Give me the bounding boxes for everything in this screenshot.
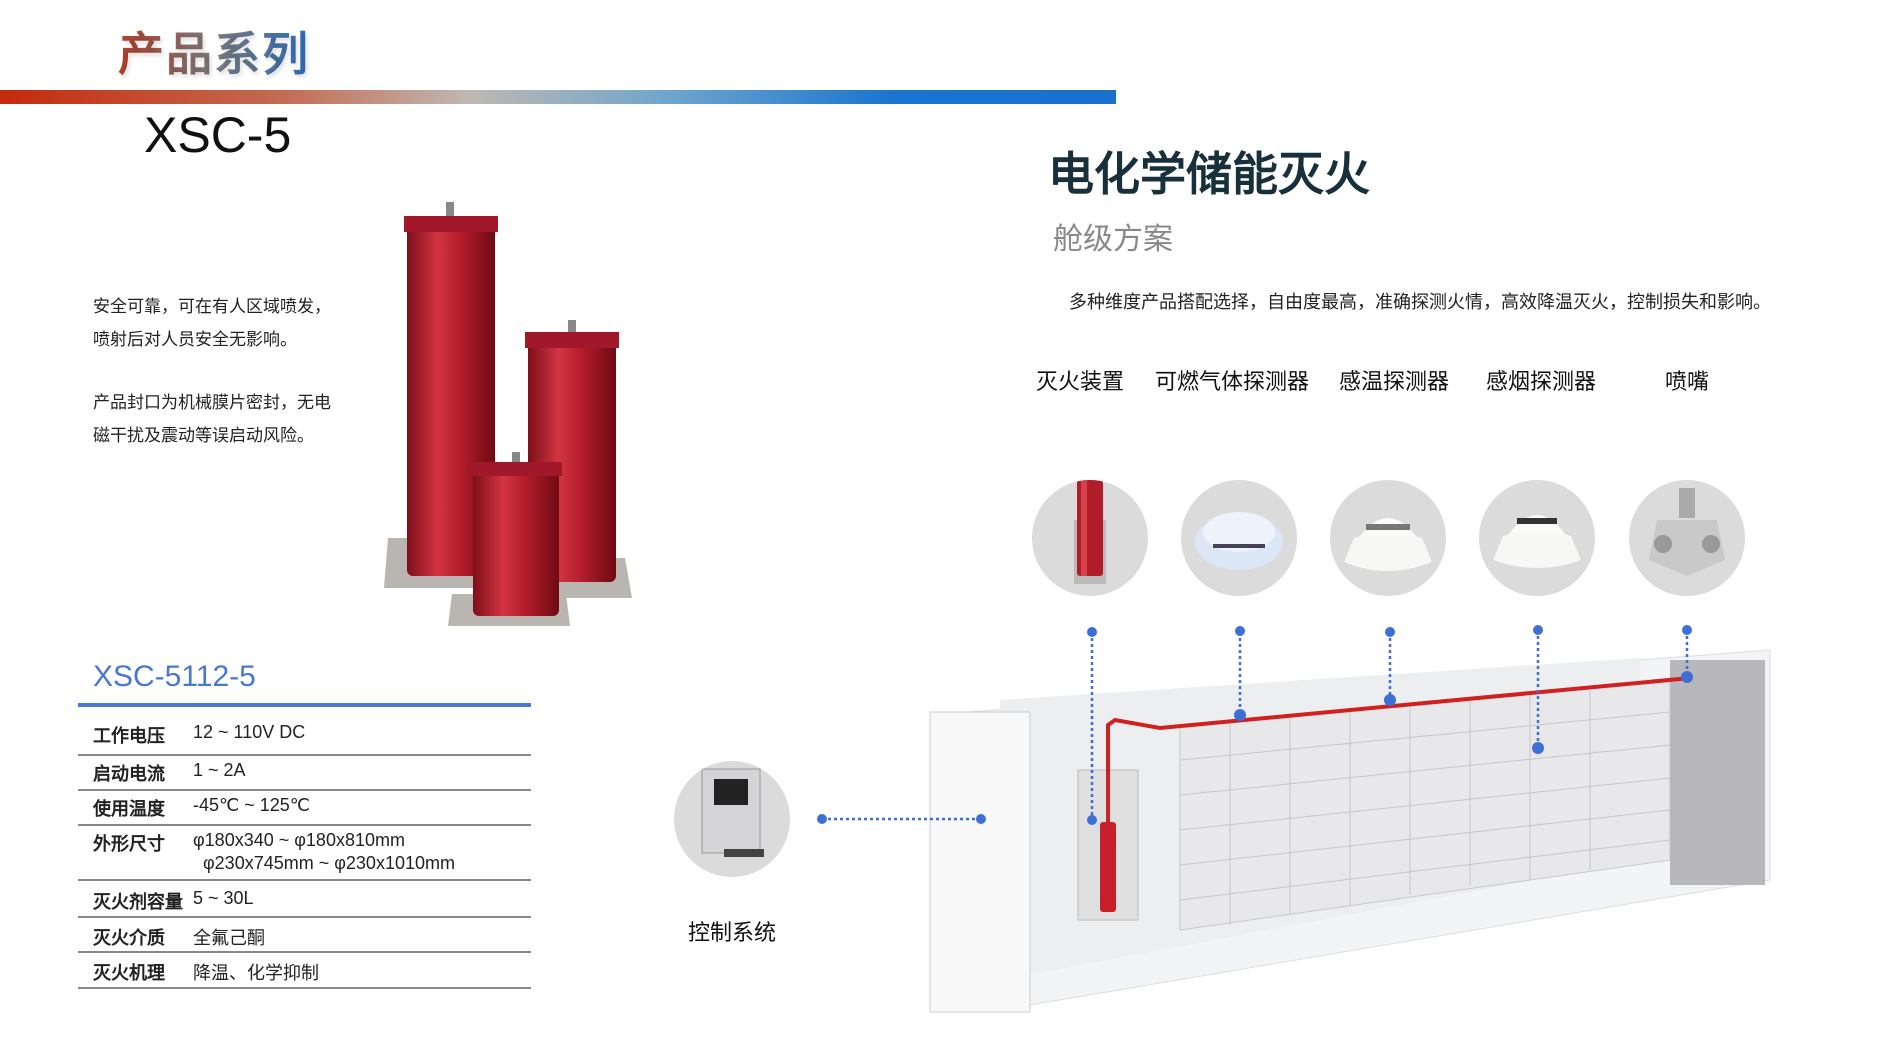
feature-text: 喷射后对人员安全无影响。 [93, 330, 297, 350]
spec-value: φ180x340 ~ φ180x810mm [193, 830, 405, 850]
spec-value: 1 ~ 2A [193, 760, 246, 780]
spec-label: 灭火介质 [93, 928, 165, 949]
solution-intro: 多种维度产品搭配选择，自由度最高，准确探测火情，高效降温灭火，控制损失和影响。 [1069, 292, 1771, 313]
spec-label: 灭火剂容量 [93, 892, 183, 913]
product-label: 可燃气体探测器 [1154, 370, 1310, 395]
spec-value: 5 ~ 30L [193, 888, 254, 908]
spec-value: 降温、化学抑制 [193, 963, 319, 983]
feature-text: 产品封口为机械膜片密封，无电 [93, 393, 331, 413]
connector-dots [817, 625, 1693, 825]
spec-label: 灭火机理 [93, 963, 165, 984]
spec-divider [78, 703, 531, 707]
spec-label: 使用温度 [93, 799, 165, 820]
spec-row: 灭火介质 全氟己酮 [78, 918, 531, 953]
cylinders-image [384, 202, 632, 626]
connector-lines [822, 630, 1689, 821]
solution-subtitle: 舱级方案 [1053, 222, 1173, 257]
product-label: 灭火装置 [1035, 370, 1125, 395]
product-label: 感温探测器 [1338, 370, 1450, 395]
gas-detector-image [1181, 480, 1297, 596]
smoke-detector-image [1479, 480, 1595, 596]
spec-value: 12 ~ 110V DC [193, 722, 306, 742]
spec-model-title: XSC-5112-5 [93, 660, 256, 693]
spec-row: 灭火机理 降温、化学抑制 [78, 953, 531, 989]
spec-value-secondary: φ230x745mm ~ φ230x1010mm [203, 853, 455, 873]
spec-row: 工作电压 12 ~ 110V DC [78, 718, 531, 756]
container-door [1670, 660, 1765, 885]
spec-row: 外形尺寸 φ180x340 ~ φ180x810mm φ230x745mm ~ φ2… [78, 826, 531, 881]
pipe-line [1106, 676, 1691, 822]
spec-value: 全氟己酮 [193, 928, 265, 948]
product-label: 喷嘴 [1664, 370, 1710, 395]
spec-label: 工作电压 [93, 726, 165, 747]
feature-text: 磁干扰及震动等误启动风险。 [93, 426, 314, 446]
heat-detector-image [1330, 480, 1446, 596]
section-title: 产品系列 [118, 18, 310, 84]
nozzle-image [1629, 480, 1745, 596]
container-extinguisher [1100, 822, 1116, 912]
product-model-title: XSC-5 [144, 107, 292, 163]
spec-row: 灭火剂容量 5 ~ 30L [78, 881, 531, 918]
header-gradient-bar [0, 90, 1116, 104]
spec-label: 外形尺寸 [93, 834, 165, 855]
spec-value: -45℃ ~ 125℃ [193, 795, 310, 815]
control-system-image [674, 761, 790, 877]
spec-row: 使用温度 -45℃ ~ 125℃ [78, 791, 531, 826]
extinguisher-device-image [1032, 480, 1148, 596]
spec-label: 启动电流 [93, 764, 165, 785]
product-label: 感烟探测器 [1485, 370, 1597, 395]
spec-row: 启动电流 1 ~ 2A [78, 756, 531, 791]
control-system-label: 控制系统 [687, 921, 777, 946]
solution-title: 电化学储能灭火 [1048, 147, 1370, 201]
feature-text: 安全可靠，可在有人区域喷发， [93, 297, 331, 317]
